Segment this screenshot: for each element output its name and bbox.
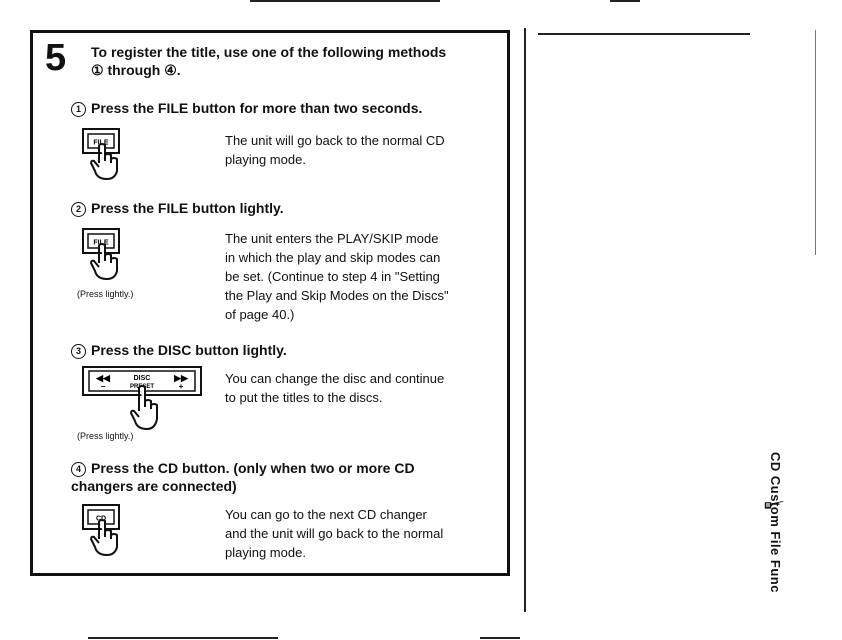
method-4-heading-line-1: Press the CD button. (only when two or m… bbox=[91, 460, 415, 476]
method-3-desc-line: to put the titles to the discs. bbox=[225, 390, 383, 405]
file-button-label: FILE bbox=[93, 140, 108, 147]
section-tab-marker bbox=[764, 501, 784, 509]
pressing-hand-icon bbox=[90, 243, 118, 280]
method-3-marker: 3 bbox=[71, 344, 86, 359]
pressing-hand-icon bbox=[90, 519, 118, 556]
plus-sign: + bbox=[179, 382, 184, 391]
press-lightly-note: (Press lightly.) bbox=[77, 289, 134, 299]
method-2-desc-line: of page 40.) bbox=[225, 307, 295, 322]
pressing-hand-icon bbox=[90, 143, 118, 180]
method-4-desc-line: playing mode. bbox=[225, 545, 306, 560]
right-column-top-rule bbox=[538, 33, 750, 35]
right-column-divider bbox=[524, 28, 526, 612]
method-1-heading: 1 Press the FILE button for more than two… bbox=[71, 99, 422, 117]
method-2-desc-line: in which the play and skip modes can bbox=[225, 250, 441, 265]
scan-mark-bottom bbox=[88, 637, 278, 639]
method-1-marker: 1 bbox=[71, 102, 86, 117]
minus-sign: − bbox=[101, 382, 106, 391]
file-button-icon: FILE bbox=[82, 228, 120, 280]
scan-mark-top bbox=[250, 0, 440, 2]
previous-arrows-icon: ◀◀ bbox=[95, 373, 111, 383]
scan-mark-bottom-right bbox=[480, 637, 520, 639]
instruction-line-1: To register the title, use one of the fo… bbox=[91, 44, 447, 60]
method-2-desc-line: the Play and Skip Modes on the Discs" bbox=[225, 288, 449, 303]
margin-mark bbox=[815, 30, 816, 255]
disc-button-label: DISC bbox=[134, 375, 151, 382]
method-3-heading: 3 Press the DISC button lightly. bbox=[71, 341, 287, 359]
method-4-heading: 4 Press the CD button. (only when two or … bbox=[71, 459, 415, 495]
scan-mark-top-right bbox=[610, 0, 640, 2]
method-4-desc-line: and the unit will go back to the normal bbox=[225, 526, 444, 541]
method-1-description: The unit will go back to the normal CD p… bbox=[225, 131, 445, 169]
method-4-heading-line-2: changers are connected) bbox=[71, 478, 237, 494]
file-button-label: FILE bbox=[93, 240, 108, 247]
method-4-marker: 4 bbox=[71, 462, 86, 477]
method-3-heading-text: Press the DISC button lightly. bbox=[91, 342, 287, 358]
method-4-desc-line: You can go to the next CD changer bbox=[225, 507, 427, 522]
method-3-description: You can change the disc and continue to … bbox=[225, 369, 444, 407]
method-2-desc-line: be set. (Continue to step 4 in "Setting bbox=[225, 269, 440, 284]
method-1-desc-line: The unit will go back to the normal CD bbox=[225, 133, 445, 148]
step-instruction: To register the title, use one of the fo… bbox=[91, 43, 511, 79]
instruction-line-2: ① through ④. bbox=[91, 62, 181, 78]
method-2-heading: 2 Press the FILE button lightly. bbox=[71, 199, 284, 217]
method-3-desc-line: You can change the disc and continue bbox=[225, 371, 445, 386]
method-1-heading-text: Press the FILE button for more than two … bbox=[91, 100, 423, 116]
pressing-hand-icon bbox=[130, 385, 158, 430]
method-2-marker: 2 bbox=[71, 202, 86, 217]
next-arrows-icon: ▶▶ bbox=[173, 373, 189, 383]
method-2-desc-line: The unit enters the PLAY/SKIP mode bbox=[225, 231, 439, 246]
method-1-desc-line: playing mode. bbox=[225, 152, 306, 167]
disc-button-icon: ◀◀ ▶▶ DISC PRESET − + bbox=[82, 366, 202, 430]
cd-button-icon: CD bbox=[82, 504, 120, 556]
cd-button-label: CD bbox=[96, 516, 106, 523]
step-number: 5 bbox=[45, 37, 67, 79]
method-2-heading-text: Press the FILE button lightly. bbox=[91, 200, 284, 216]
step-five-box: 5 To register the title, use one of the … bbox=[30, 30, 510, 576]
press-lightly-note: (Press lightly.) bbox=[77, 431, 134, 441]
file-button-icon: FILE bbox=[82, 128, 120, 180]
method-2-description: The unit enters the PLAY/SKIP mode in wh… bbox=[225, 229, 449, 324]
method-4-description: You can go to the next CD changer and th… bbox=[225, 505, 443, 562]
side-tab-label: CD Custom File Func bbox=[768, 452, 783, 593]
